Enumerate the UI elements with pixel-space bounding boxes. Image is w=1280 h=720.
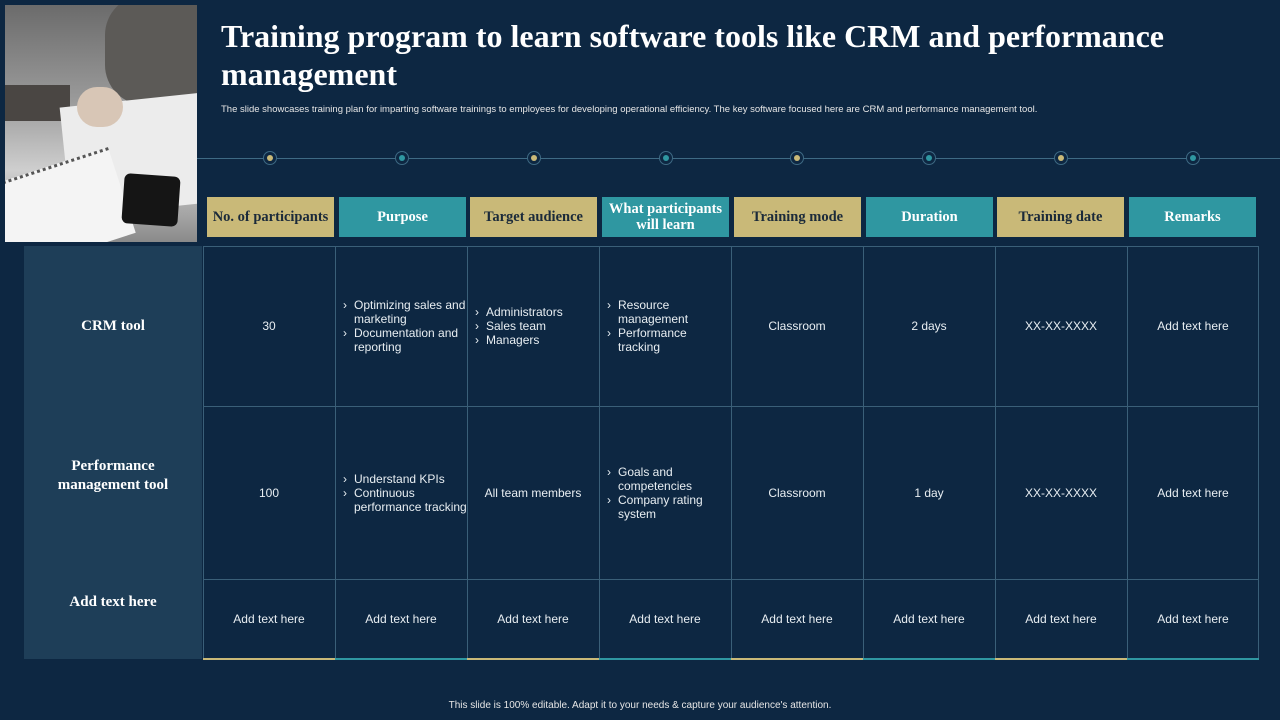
column-accent: [203, 658, 335, 660]
table-cell: Administrators Sales team Managers: [467, 246, 599, 406]
grid-divider: [599, 246, 600, 659]
row-label-add-text: Add text here: [69, 594, 157, 610]
header-what-learn: What participants will learn: [602, 197, 729, 237]
table-cell: Understand KPIs Continuous performance t…: [335, 407, 467, 579]
table-cell: Add text here: [629, 612, 701, 626]
table-cell: Resource management Performance tracking: [599, 246, 731, 406]
table-cell: XX-XX-XXXX: [1024, 319, 1098, 333]
header-participants: No. of participants: [207, 197, 334, 237]
learn-list: Goals and competencies Company rating sy…: [607, 465, 731, 521]
list-item: Company rating system: [607, 493, 731, 521]
table-cell: 2 days: [911, 319, 947, 333]
timeline-line: [197, 158, 1280, 159]
table-cell: Add text here: [1157, 486, 1229, 500]
column-accent: [1127, 658, 1259, 660]
list-item: Goals and competencies: [607, 465, 731, 493]
column-accent: [863, 658, 995, 660]
sleeve-shape: [105, 5, 197, 105]
list-item: Resource management: [607, 298, 731, 326]
grid-divider: [203, 579, 1259, 580]
table-cell: Goals and competencies Company rating sy…: [599, 407, 731, 579]
table-cell: Add text here: [761, 612, 833, 626]
hand-shape: [77, 87, 123, 127]
slide-title: Training program to learn software tools…: [221, 18, 1164, 92]
purpose-list: Optimizing sales and marketing Documenta…: [343, 298, 467, 354]
learn-list: Resource management Performance tracking: [607, 298, 731, 354]
column-accent: [335, 658, 467, 660]
list-item: Understand KPIs: [343, 472, 467, 486]
grid-divider: [467, 246, 468, 659]
grid-divider: [203, 406, 1259, 407]
table-cell: Classroom: [768, 486, 826, 500]
timeline-dot-7: [1054, 151, 1068, 165]
grid-divider: [731, 246, 732, 659]
phone-shape: [121, 173, 181, 227]
grid-divider: [1127, 246, 1128, 659]
audience-list: Administrators Sales team Managers: [475, 305, 563, 347]
table-cell: Optimizing sales and marketing Documenta…: [335, 246, 467, 406]
table-cell: Add text here: [365, 612, 437, 626]
list-item: Continuous performance tracking: [343, 486, 467, 514]
timeline-dot-2: [395, 151, 409, 165]
table-cell: Add text here: [893, 612, 965, 626]
list-item: Administrators: [475, 305, 563, 319]
table-cell: Add text here: [1157, 612, 1229, 626]
list-item: Optimizing sales and marketing: [343, 298, 467, 326]
row-label-performance: Performance management tool: [57, 458, 169, 493]
slide-footer: This slide is 100% editable. Adapt it to…: [448, 700, 832, 711]
table-cell: Add text here: [233, 612, 305, 626]
table-cell: Add text here: [1157, 319, 1229, 333]
column-accent: [995, 658, 1127, 660]
list-item: Documentation and reporting: [343, 326, 467, 354]
row-label-panel: [24, 246, 202, 659]
column-accent: [599, 658, 731, 660]
table-cell: XX-XX-XXXX: [1024, 486, 1098, 500]
purpose-list: Understand KPIs Continuous performance t…: [343, 472, 467, 514]
timeline-dot-5: [790, 151, 804, 165]
timeline-dot-4: [659, 151, 673, 165]
header-training-date: Training date: [997, 197, 1124, 237]
table-cell: All team members: [484, 486, 582, 500]
timeline-dot-6: [922, 151, 936, 165]
header-remarks: Remarks: [1129, 197, 1256, 237]
slide-subtitle: The slide showcases training plan for im…: [221, 104, 1038, 115]
list-item: Performance tracking: [607, 326, 731, 354]
row-label-crm: CRM tool: [81, 318, 145, 334]
column-accent: [467, 658, 599, 660]
list-item: Sales team: [475, 319, 563, 333]
timeline-dot-1: [263, 151, 277, 165]
list-item: Managers: [475, 333, 563, 347]
timeline-dot-8: [1186, 151, 1200, 165]
header-target-audience: Target audience: [470, 197, 597, 237]
office-desk-photo: [5, 5, 197, 242]
header-duration: Duration: [866, 197, 993, 237]
table-cell: 100: [258, 486, 280, 500]
header-purpose: Purpose: [339, 197, 466, 237]
table-cell: 30: [262, 319, 276, 333]
column-accent: [731, 658, 863, 660]
timeline-dot-3: [527, 151, 541, 165]
keyboard-shape: [5, 85, 70, 121]
table-cell: Classroom: [768, 319, 826, 333]
header-training-mode: Training mode: [734, 197, 861, 237]
table-cell: Add text here: [497, 612, 569, 626]
grid-divider: [335, 246, 336, 659]
table-cell: Add text here: [1025, 612, 1097, 626]
grid-divider: [995, 246, 996, 659]
table-cell: 1 day: [914, 486, 944, 500]
grid-divider: [863, 246, 864, 659]
